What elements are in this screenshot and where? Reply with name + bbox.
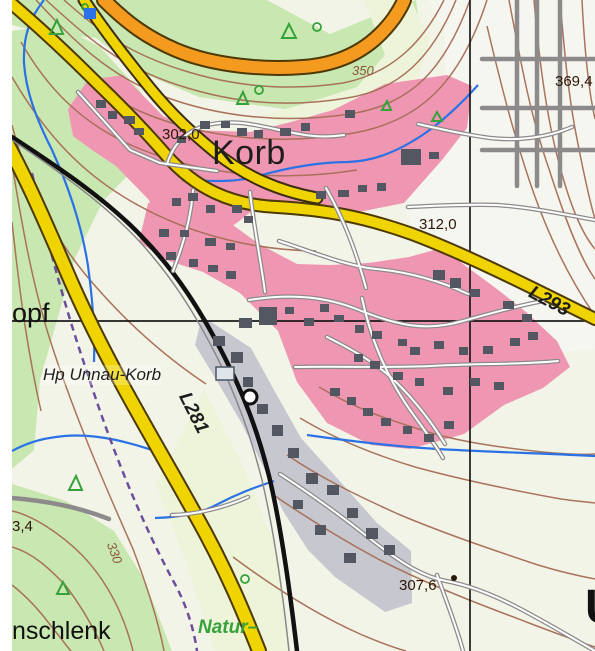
- station-building: [215, 366, 235, 381]
- map-svg: [12, 0, 595, 651]
- forest-southwest: [12, 484, 172, 651]
- forest-symbols: [48, 17, 444, 595]
- spot-height-marker-icon: [451, 575, 457, 581]
- deciduous-symbols: [81, 3, 322, 584]
- minor-roads-fill: [77, 91, 595, 651]
- water-lines: [12, 0, 595, 520]
- roads: [12, 0, 595, 651]
- topographic-map[interactable]: Korb Hp Unnau-Korb 302,0 312,0 307,6 369…: [12, 0, 595, 651]
- buildings: [96, 100, 538, 563]
- blue-marker-icon: [84, 8, 96, 19]
- station-marker-icon: [241, 388, 259, 406]
- grid-lines: [12, 0, 595, 651]
- meadow-south: [156, 390, 288, 651]
- settlement-central: [139, 197, 570, 449]
